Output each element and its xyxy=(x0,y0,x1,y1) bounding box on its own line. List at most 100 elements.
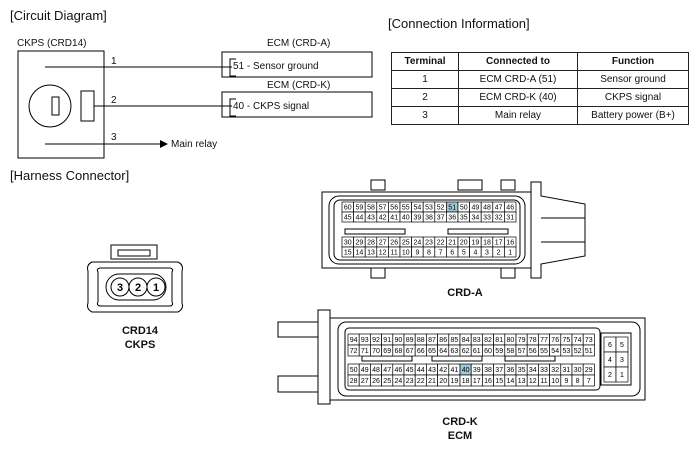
crd-a-pin: 35 xyxy=(460,215,468,222)
crd-k-pin: 63 xyxy=(451,348,459,355)
ckps-sensor-label: CKPS (CRD14) xyxy=(17,38,87,49)
crd-k-pin: 23 xyxy=(406,378,414,385)
crd-a-pin: 38 xyxy=(425,215,433,222)
crd-k-pin: 24 xyxy=(395,378,403,385)
crd-k-side-pin: 2 xyxy=(608,372,612,379)
crd-k-pin: 91 xyxy=(383,337,391,344)
crd-k-pin: 52 xyxy=(574,348,582,355)
ckps-sensor-box xyxy=(17,50,105,159)
crd-a-pin: 33 xyxy=(483,215,491,222)
crd-k-pin-cell xyxy=(582,344,595,357)
crd-k-side-pin: 5 xyxy=(620,342,624,349)
crd-a-pin: 60 xyxy=(344,205,352,212)
table-header: Function xyxy=(577,52,689,71)
crd-a-pin: 29 xyxy=(356,240,364,247)
ecm-crd-k-box xyxy=(221,91,373,118)
crd-k-pin: 61 xyxy=(473,348,481,355)
crd-a-pin: 52 xyxy=(437,205,445,212)
crd-k-pin: 50 xyxy=(350,367,358,374)
crd-k-pin: 17 xyxy=(473,378,481,385)
crd-k-pin: 13 xyxy=(518,378,526,385)
crd14-pin-label: 2 xyxy=(135,282,141,294)
crd-k-pin-cell xyxy=(582,374,595,387)
crd-a-pin: 49 xyxy=(472,205,480,212)
crd14-pin-label: 3 xyxy=(117,282,123,294)
crd-k-pin: 51 xyxy=(585,348,593,355)
connection-info-title: [Connection Information] xyxy=(388,16,530,31)
table-cell: 1 xyxy=(391,70,459,89)
crd-a-pin: 20 xyxy=(460,240,468,247)
crd-k-pin: 48 xyxy=(372,367,380,374)
crd-k-pin: 8 xyxy=(576,378,580,385)
crd-k-pin: 64 xyxy=(439,348,447,355)
crd-k-pin: 62 xyxy=(462,348,470,355)
table-cell: Sensor ground xyxy=(577,70,689,89)
crd-k-pin: 68 xyxy=(395,348,403,355)
crd-k-pin: 34 xyxy=(529,367,537,374)
crd-k-side-pin: 1 xyxy=(620,372,624,379)
crd-a-pin: 28 xyxy=(367,240,375,247)
crd-k-pin: 65 xyxy=(428,348,436,355)
crd-k-pin: 43 xyxy=(428,367,436,374)
crd-a-pin: 25 xyxy=(402,240,410,247)
crd-a-pin: 9 xyxy=(415,250,419,257)
crd-a-pin: 7 xyxy=(439,250,443,257)
table-cell: Main relay xyxy=(458,106,578,125)
crd-k-pin: 58 xyxy=(507,348,515,355)
crd-k-pin: 15 xyxy=(495,378,503,385)
ecm-a-pin-label: 51 - Sensor ground xyxy=(233,61,319,72)
ecm-k-terminal-bracket xyxy=(229,98,236,117)
crd-k-pin: 59 xyxy=(495,348,503,355)
table-row: 2 ECM CRD-K (40) CKPS signal xyxy=(391,88,689,107)
crd-k-pin: 66 xyxy=(417,348,425,355)
crd-a-pin: 5 xyxy=(462,250,466,257)
crd-k-pin: 94 xyxy=(350,337,358,344)
table-row: 3 Main relay Battery power (B+) xyxy=(391,106,689,125)
crd-k-pin: 74 xyxy=(574,337,582,344)
crd-a-pin: 21 xyxy=(448,240,456,247)
crd14-connector xyxy=(87,244,183,313)
crd-a-pin: 47 xyxy=(495,205,503,212)
crd-a-pin: 34 xyxy=(472,215,480,222)
ecm-a-terminal-bracket xyxy=(229,58,236,77)
crd-k-pin: 81 xyxy=(495,337,503,344)
ckps-sensor-element xyxy=(51,96,60,116)
crd-k-pin: 77 xyxy=(540,337,548,344)
crd-k-pin: 7 xyxy=(587,378,591,385)
ecm-crd-a-box xyxy=(221,51,373,78)
crd-k-pin: 93 xyxy=(361,337,369,344)
crd-a-pin: 57 xyxy=(379,205,387,212)
crd-a-pin: 10 xyxy=(402,250,410,257)
crd-k-pin: 22 xyxy=(417,378,425,385)
crd-a-pin: 37 xyxy=(437,215,445,222)
crd-k-connector xyxy=(277,309,646,405)
crd-a-pin: 8 xyxy=(427,250,431,257)
crd-k-pin: 76 xyxy=(551,337,559,344)
crd-a-pin: 24 xyxy=(414,240,422,247)
crd-k-pin: 27 xyxy=(361,378,369,385)
crd-k-pin: 9 xyxy=(564,378,568,385)
crd-k-pin: 82 xyxy=(484,337,492,344)
crd-k-pin: 18 xyxy=(462,378,470,385)
crd-k-side-pin: 4 xyxy=(608,357,612,364)
table-header-row: Terminal Connected to Function xyxy=(391,52,689,71)
crd-k-pin: 16 xyxy=(484,378,492,385)
crd-k-pin: 29 xyxy=(585,367,593,374)
connection-table: Terminal Connected to Function 1 ECM CRD… xyxy=(391,52,689,125)
crd-k-pin: 28 xyxy=(350,378,358,385)
crd-k-pin: 20 xyxy=(439,378,447,385)
crd-k-pin: 70 xyxy=(372,348,380,355)
crd-k-pin: 10 xyxy=(551,378,559,385)
crd-k-pin: 47 xyxy=(383,367,391,374)
crd-a-pin: 40 xyxy=(402,215,410,222)
crd-a-pin: 55 xyxy=(402,205,410,212)
crd-a-pin: 23 xyxy=(425,240,433,247)
crd-a-pin: 48 xyxy=(483,205,491,212)
crd-a-pin: 22 xyxy=(437,240,445,247)
harness-connector-title: [Harness Connector] xyxy=(10,168,130,183)
